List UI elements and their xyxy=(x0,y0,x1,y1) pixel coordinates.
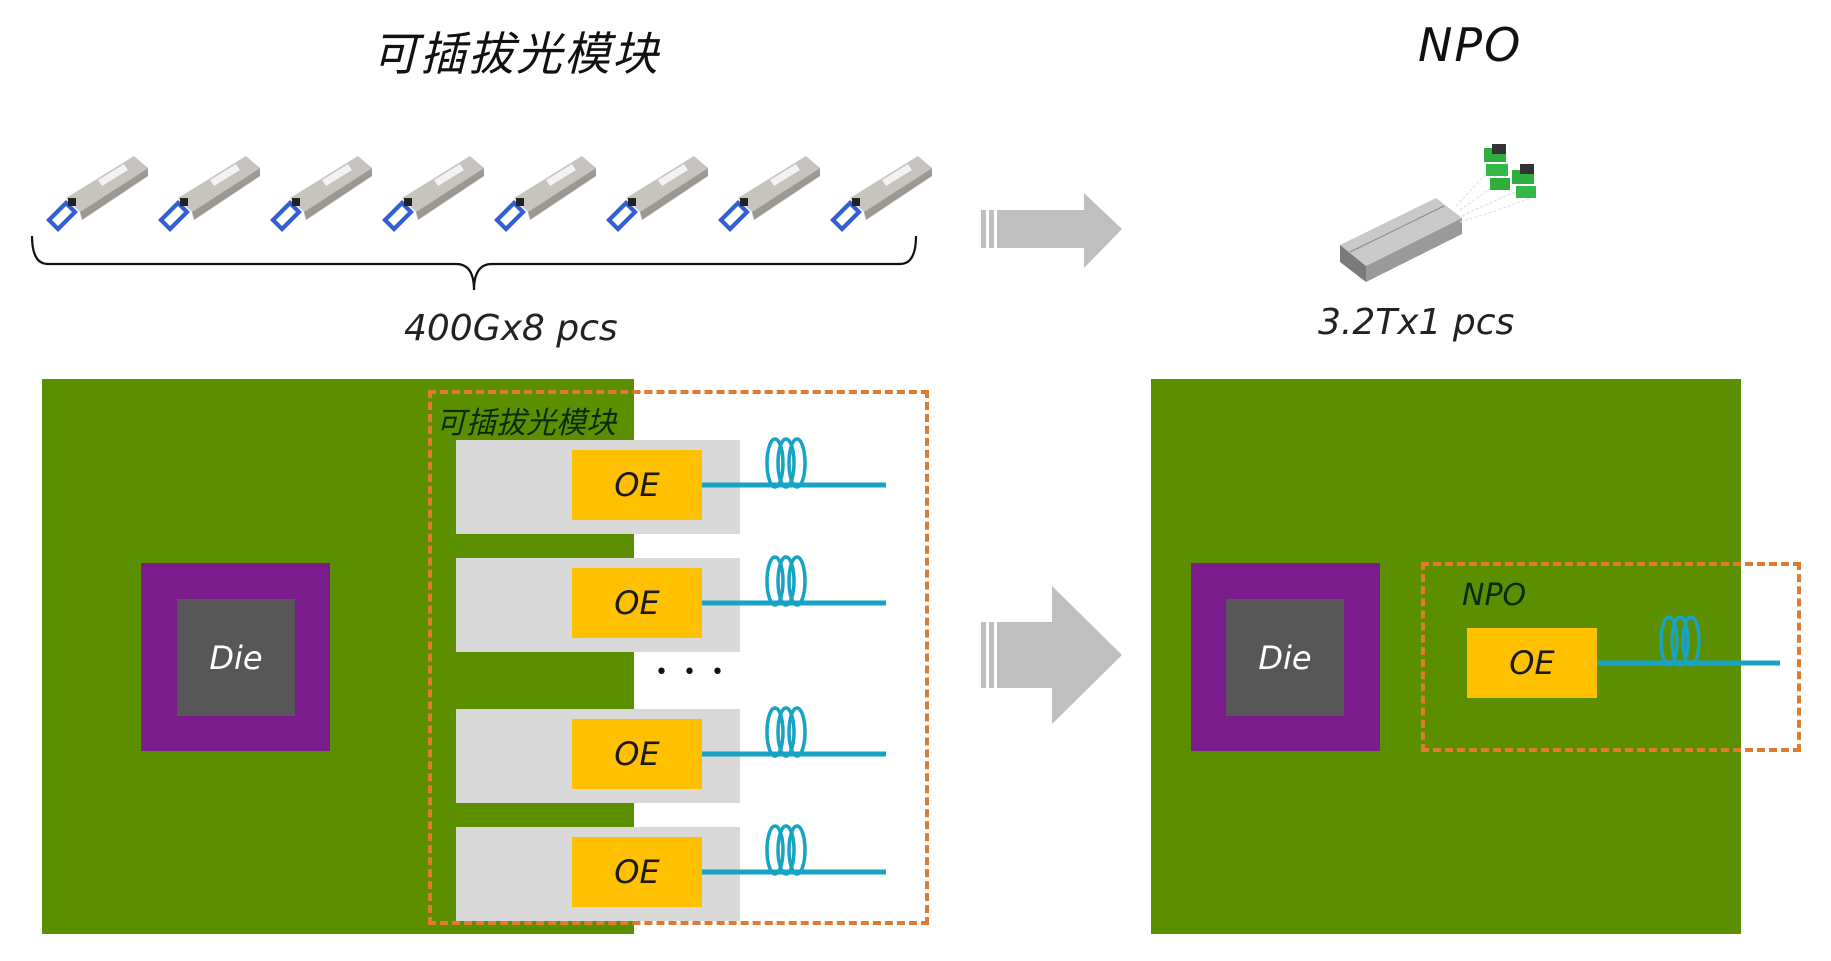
fiber-coil-loop xyxy=(765,706,785,758)
right-die: Die xyxy=(1226,599,1344,716)
npo-region-label: NPO xyxy=(1462,578,1527,613)
top-arrow-icon xyxy=(981,193,1122,268)
oe-chip-2: OE xyxy=(572,568,702,638)
oe-chip-3: OE xyxy=(572,719,702,789)
pluggable-dashed-outline xyxy=(428,390,929,925)
npo-oe-chip: OE xyxy=(1467,628,1597,698)
fiber-coil-loop xyxy=(787,555,807,607)
fiber-coil-loop xyxy=(765,437,785,489)
qsfp-module-icon xyxy=(270,156,372,232)
qsfp-module-icon xyxy=(494,156,596,232)
ellipsis: • • • xyxy=(655,660,728,685)
npo-title: NPO xyxy=(1418,18,1523,72)
fiber-coil-loop xyxy=(765,824,785,876)
left-die: Die xyxy=(177,599,295,716)
bottom-arrow-icon xyxy=(981,586,1122,724)
qsfp-module-icon xyxy=(46,156,148,232)
fiber-coil-loop xyxy=(787,824,807,876)
pluggable-caption: 400Gx8 pcs xyxy=(404,308,618,349)
npo-module-icon xyxy=(1340,144,1536,282)
fiber-coil-loop xyxy=(776,824,796,876)
qsfp-module-icon xyxy=(382,156,484,232)
qsfp-module-icon xyxy=(158,156,260,232)
oe-chip-1: OE xyxy=(572,450,702,520)
oe-chip-4: OE xyxy=(572,837,702,907)
fiber-coil-loop xyxy=(787,437,807,489)
fiber-coil-loop xyxy=(787,706,807,758)
fiber-coil-loop xyxy=(1659,615,1679,667)
fiber-coil-loop xyxy=(776,555,796,607)
npo-caption: 3.2Tx1 pcs xyxy=(1318,302,1515,343)
fiber-coil-loop xyxy=(765,555,785,607)
pluggable-region-label: 可插拔光模块 xyxy=(436,406,616,441)
fiber-coil-loop xyxy=(1670,615,1690,667)
qsfp-module-icon xyxy=(606,156,708,232)
pluggable-title: 可插拔光模块 xyxy=(372,27,660,81)
qsfp-module-icon xyxy=(718,156,820,232)
qsfp-module-icon xyxy=(830,156,932,232)
npo-dashed-outline xyxy=(1421,562,1801,752)
fiber-coil-loop xyxy=(776,706,796,758)
fiber-coil-loop xyxy=(1681,615,1701,667)
fiber-coil-loop xyxy=(776,437,796,489)
